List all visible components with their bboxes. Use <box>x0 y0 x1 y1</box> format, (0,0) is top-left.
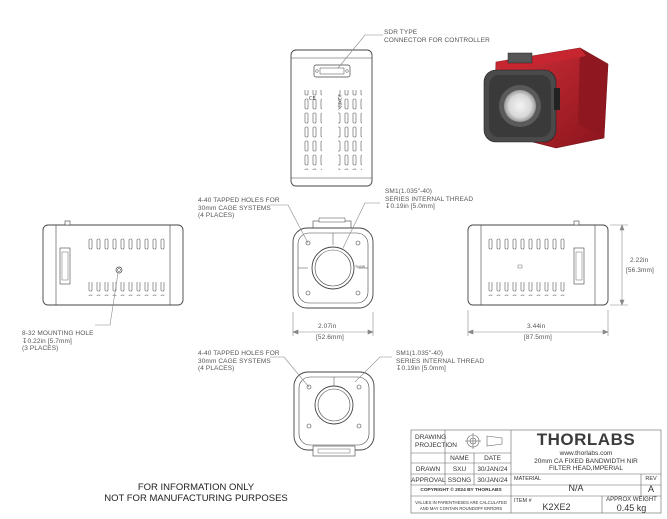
dimension-lines <box>292 224 628 336</box>
projection-line: DRAWING <box>415 434 447 441</box>
width-dimension-mm: [52.6mm] <box>316 334 344 341</box>
callout-line: 4-40 TAPPED HOLES FOR <box>198 350 280 357</box>
svg-text:THOR: THOR <box>354 265 366 269</box>
rev-label: REV <box>645 476 657 482</box>
height-dimension-in: 2.22in <box>630 257 649 264</box>
website: www.thorlabs.com <box>559 450 613 457</box>
item-label: ITEM # <box>514 498 532 504</box>
projection-label: DRAWING PROJECTION <box>415 434 457 450</box>
drawing-title: 20mm CA FIXED BANDWIDTH NIR FILTER HEAD,… <box>511 458 661 472</box>
callout-line: ↧0.22in [5.7mm] <box>22 337 72 345</box>
approval-label: APPROVAL <box>411 477 446 484</box>
callout-line: ↧0.19in [5.0mm] <box>385 203 435 210</box>
tapped-holes-label-front: 4-40 TAPPED HOLES FOR 30mm CAGE SYSTEMS … <box>198 197 280 220</box>
date-header: DATE <box>484 455 501 462</box>
sdr-connector <box>313 64 351 78</box>
disclaimer: VALUES IN PARENTHESES ARE CALCULATED AND… <box>411 500 511 511</box>
callout-line: SM1(1.035"-40) <box>385 188 433 195</box>
disclaimer-line: VALUES IN PARENTHESES ARE CALCULATED <box>415 500 507 505</box>
disclaimer-line: AND MAY CONTAIN ROUNDOFF ERRORS <box>419 505 503 511</box>
notice-line: NOT FOR MANUFACTURING PURPOSES <box>104 493 288 504</box>
length-dimension-in: 3.44in <box>527 323 546 330</box>
back-view <box>293 371 375 457</box>
approval-date: 30/JAN/24 <box>477 477 508 484</box>
drawn-name: SXU <box>452 466 467 473</box>
callout-line: (4 PLACES) <box>198 212 235 219</box>
callout-line: 4-40 TAPPED HOLES FOR <box>198 197 280 204</box>
notice-line: FOR INFORMATION ONLY <box>137 482 255 493</box>
tapped-holes-label-back: 4-40 TAPPED HOLES FOR 30mm CAGE SYSTEMS … <box>198 350 280 373</box>
length-dimension-mm: [87.5mm] <box>524 334 552 341</box>
name-header: NAME <box>450 455 469 462</box>
front-view: THOR <box>292 217 374 309</box>
sdr-connector-label: SDR TYPE CONNECTOR FOR CONTROLLER <box>384 29 490 44</box>
callout-line: SM1(1.035"-40) <box>396 350 444 357</box>
leader-lines <box>95 34 392 388</box>
weight-label: APPROX WEIGHT <box>606 497 657 503</box>
title-line: FILTER HEAD,IMPERIAL <box>549 465 623 472</box>
projection-line: PROJECTION <box>415 442 457 449</box>
callout-line: SDR TYPE <box>384 29 418 36</box>
mounting-hole-label: 8-32 MOUNTING HOLE ↧0.22in [5.7mm] (3 PL… <box>22 330 94 353</box>
top-view: CE K2XE2 <box>290 49 373 187</box>
callout-line: SERIES INTERNAL THREAD <box>396 357 485 365</box>
item-value: K2XE2 <box>542 502 571 512</box>
callout-line: 30mm CAGE SYSTEMS <box>198 204 271 212</box>
drawn-label: DRAWN <box>415 466 441 473</box>
sm1-thread-label-front: SM1(1.035"-40) SERIES INTERNAL THREAD ↧0… <box>385 188 473 211</box>
information-notice: FOR INFORMATION ONLY NOT FOR MANUFACTURI… <box>96 482 296 504</box>
thorlabs-logo: THORLABS <box>536 430 636 449</box>
height-dimension-mm: [56.3mm] <box>626 267 654 274</box>
approval-name: SSONG <box>447 477 472 484</box>
right-side-view <box>467 220 609 306</box>
material-value: N/A <box>568 483 584 493</box>
left-side-view <box>42 220 184 306</box>
material-label: MATERIAL <box>514 476 542 482</box>
width-dimension-in: 2.07in <box>318 323 337 330</box>
callout-line: (3 PLACES) <box>22 345 59 352</box>
callout-line: CONNECTOR FOR CONTROLLER <box>384 36 490 44</box>
projection-symbol-icon <box>465 433 503 449</box>
title-block-grid <box>410 429 662 514</box>
title-line: 20mm CA FIXED BANDWIDTH NIR <box>534 458 638 465</box>
callout-line: (4 PLACES) <box>198 365 235 372</box>
sm1-thread-label-back: SM1(1.035"-40) SERIES INTERNAL THREAD ↧0… <box>396 350 484 373</box>
drawn-date: 30/JAN/24 <box>477 466 508 473</box>
callout-line: ↧0.19in [5.0mm] <box>396 365 446 372</box>
rev-value: A <box>647 484 654 494</box>
callout-line: SERIES INTERNAL THREAD <box>385 195 474 203</box>
weight-value: 0.45 kg <box>616 503 647 513</box>
callout-line: 8-32 MOUNTING HOLE <box>22 330 94 337</box>
product-render <box>483 47 609 149</box>
callout-line: 30mm CAGE SYSTEMS <box>198 357 271 365</box>
copyright: COPYRIGHT © 2024 BY THORLABS <box>420 488 502 493</box>
